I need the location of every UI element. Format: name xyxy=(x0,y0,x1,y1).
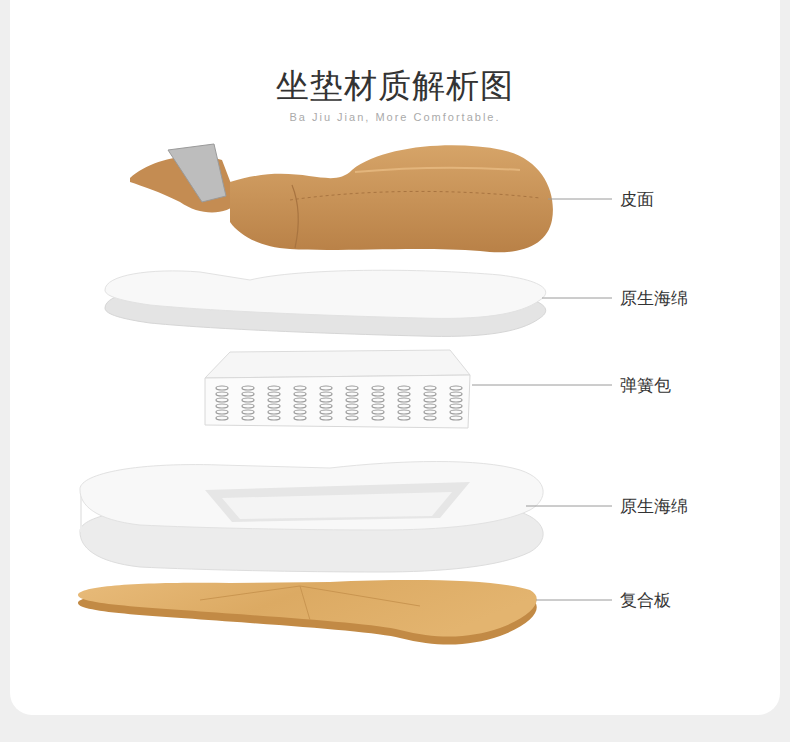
spring-coil xyxy=(320,386,332,390)
spring-coil xyxy=(398,410,410,414)
spring-coil xyxy=(424,398,436,402)
spring-coil xyxy=(450,410,462,414)
spring-coil xyxy=(242,398,254,402)
spring-coil xyxy=(320,398,332,402)
part-label: 皮面 xyxy=(620,188,654,211)
spring-coil xyxy=(398,404,410,408)
spring-coil xyxy=(398,392,410,396)
part-label: 原生海绵 xyxy=(620,495,688,518)
leather-cover xyxy=(130,144,553,252)
spring-coil xyxy=(450,392,462,396)
spring-coil xyxy=(424,416,436,420)
spring-coil xyxy=(268,410,280,414)
subtitle: Ba Jiu Jian, More Comfortable. xyxy=(0,111,790,123)
spring-coil xyxy=(372,398,384,402)
spring-coil xyxy=(398,416,410,420)
card xyxy=(10,0,780,715)
spring-coil xyxy=(268,404,280,408)
spring-coil xyxy=(450,398,462,402)
spring-coil xyxy=(216,392,228,396)
spring-coil xyxy=(346,416,358,420)
spring-coil xyxy=(320,410,332,414)
spring-coil xyxy=(346,398,358,402)
spring-pack xyxy=(205,350,470,428)
spring-coil xyxy=(268,392,280,396)
spring-coil xyxy=(268,416,280,420)
spring-coil xyxy=(294,404,306,408)
spring-coil xyxy=(372,404,384,408)
spring-coil xyxy=(216,404,228,408)
spring-coil xyxy=(294,410,306,414)
spring-coil xyxy=(268,398,280,402)
spring-coil xyxy=(346,410,358,414)
spring-coil xyxy=(372,392,384,396)
spring-coil xyxy=(216,386,228,390)
spring-coil xyxy=(242,386,254,390)
spring-coil xyxy=(268,386,280,390)
spring-coil xyxy=(294,416,306,420)
title: 坐垫材质解析图 xyxy=(0,64,790,109)
spring-coil xyxy=(346,404,358,408)
spring-coil xyxy=(346,386,358,390)
spring-coil xyxy=(216,416,228,420)
spring-coil xyxy=(450,416,462,420)
spring-coil xyxy=(372,416,384,420)
spring-coil xyxy=(372,410,384,414)
part-label: 原生海绵 xyxy=(620,287,688,310)
spring-coil xyxy=(294,398,306,402)
spring-coil xyxy=(346,392,358,396)
spring-coil xyxy=(242,392,254,396)
spring-coil xyxy=(424,410,436,414)
spring-coil xyxy=(398,398,410,402)
spring-coil xyxy=(320,416,332,420)
spring-coil xyxy=(398,386,410,390)
spring-coil xyxy=(242,416,254,420)
spring-coil xyxy=(424,404,436,408)
part-label: 弹簧包 xyxy=(620,374,671,397)
spring-coil xyxy=(424,392,436,396)
spring-coil xyxy=(450,386,462,390)
spring-coil xyxy=(294,392,306,396)
spring-coil xyxy=(372,386,384,390)
spring-coil xyxy=(294,386,306,390)
spring-coil xyxy=(216,398,228,402)
foam-layer xyxy=(105,270,546,336)
composite-board xyxy=(78,580,537,645)
part-label: 复合板 xyxy=(620,589,671,612)
spring-coil xyxy=(450,404,462,408)
spring-coil xyxy=(242,404,254,408)
spring-coil xyxy=(424,386,436,390)
leader-lines xyxy=(472,199,612,600)
foam-base xyxy=(80,462,543,573)
spring-coil xyxy=(320,392,332,396)
spring-coil xyxy=(216,410,228,414)
spring-coil xyxy=(320,404,332,408)
spring-coil xyxy=(242,410,254,414)
